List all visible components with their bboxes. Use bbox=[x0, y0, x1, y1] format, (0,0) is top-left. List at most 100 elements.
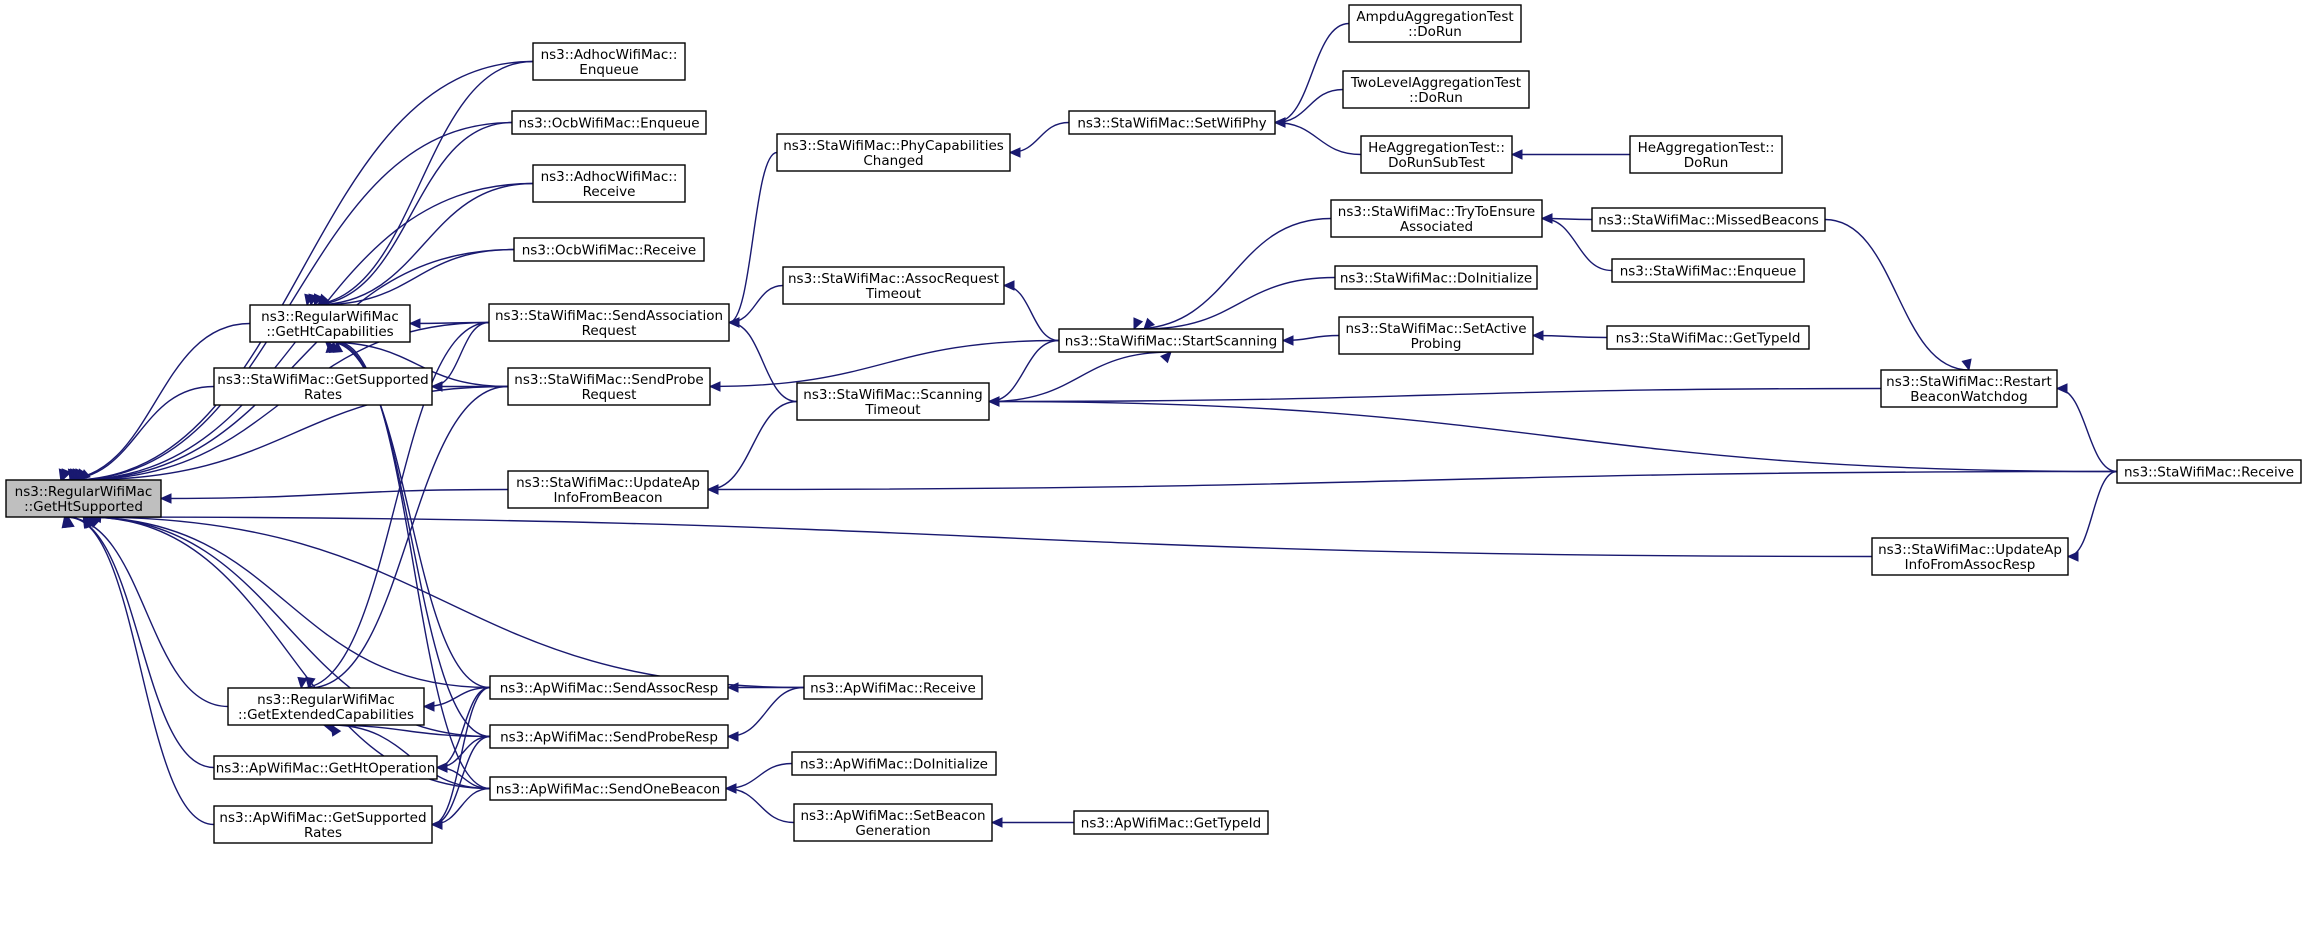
node-label-sta-updateap-line-2: InfoFromBeacon bbox=[553, 490, 662, 506]
node-label-rwm-htcap-line-1: ns3::RegularWifiMac bbox=[261, 309, 399, 325]
node-ap-recv[interactable]: ns3::ApWifiMac::Receive bbox=[803, 675, 983, 700]
node-label-he-subtest-line-1: HeAggregationTest:: bbox=[1368, 140, 1505, 156]
node-box-ap-setbeacon bbox=[793, 803, 993, 842]
arrowhead-ap-sendassocresp-to-rwm-extcap bbox=[422, 701, 435, 712]
edge-adhoc-recv-to-rwm-htcap bbox=[314, 182, 534, 306]
node-label-sta-scantimeout-line-2: Timeout bbox=[864, 402, 920, 418]
edges-layer bbox=[58, 22, 2118, 830]
arrowhead-ocb-recv-to-rwm-htcap bbox=[317, 293, 330, 306]
node-ap-gettypeid[interactable]: ns3::ApWifiMac::GetTypeId bbox=[1073, 810, 1269, 835]
node-ampdu[interactable]: AmpduAggregationTest::DoRun bbox=[1348, 4, 1522, 43]
node-sta-setwifiphy[interactable]: ns3::StaWifiMac::SetWifiPhy bbox=[1068, 110, 1276, 135]
node-sta-doinit[interactable]: ns3::StaWifiMac::DoInitialize bbox=[1334, 265, 1538, 290]
edge-sta-recv-to-sta-updateap bbox=[707, 470, 2118, 491]
node-adhoc-enq[interactable]: ns3::AdhocWifiMac::Enqueue bbox=[532, 42, 686, 81]
edge-sta-assoctimeout-to-sta-sendassoc bbox=[728, 284, 784, 324]
node-sta-enqueue[interactable]: ns3::StaWifiMac::Enqueue bbox=[1611, 258, 1805, 283]
node-box-sta-setactive bbox=[1338, 316, 1534, 355]
node-sta-missed[interactable]: ns3::StaWifiMac::MissedBeacons bbox=[1591, 207, 1826, 232]
node-label-adhoc-recv-line-2: Receive bbox=[583, 184, 636, 200]
arrowhead-sta-gettypeid-to-sta-setactive bbox=[1531, 330, 1544, 341]
node-label-ap-getsupp-line-1: ns3::ApWifiMac::GetSupported bbox=[219, 810, 426, 826]
arrowhead-ap-recv-to-ap-sendassocresp bbox=[726, 682, 739, 693]
node-root[interactable]: ns3::RegularWifiMac::GetHtSupported bbox=[5, 479, 162, 518]
edge-ap-sendproberesp-to-rwm-htcap bbox=[333, 341, 491, 738]
node-sta-startscan[interactable]: ns3::StaWifiMac::StartScanning bbox=[1058, 328, 1284, 353]
edge-adhoc-enq-to-rwm-htcap bbox=[306, 60, 534, 306]
node-sta-updateassoc[interactable]: ns3::StaWifiMac::UpdateApInfoFromAssocRe… bbox=[1871, 537, 2069, 576]
node-label-he-dorun-line-1: HeAggregationTest:: bbox=[1638, 140, 1775, 156]
edge-sta-sendprobe-to-rwm-extcap bbox=[308, 385, 509, 689]
node-label-ap-doinit-line-1: ns3::ApWifiMac::DoInitialize bbox=[800, 757, 988, 773]
node-box-ap-sendproberesp bbox=[489, 724, 729, 749]
arrowhead-sta-recv-to-sta-updateassoc bbox=[2066, 551, 2079, 562]
node-label-ampdu-line-2: ::DoRun bbox=[1408, 24, 1462, 40]
arrowhead-sta-tryensure-to-sta-startscan bbox=[1133, 317, 1144, 331]
arrowhead-ap-recv-to-ap-sendproberesp bbox=[726, 731, 739, 742]
edge-he-subtest-to-sta-setwifiphy bbox=[1274, 121, 1362, 156]
edge-sta-updateap-to-root bbox=[160, 488, 509, 500]
node-ap-sendproberesp[interactable]: ns3::ApWifiMac::SendProbeResp bbox=[489, 724, 729, 749]
node-ap-doinit[interactable]: ns3::ApWifiMac::DoInitialize bbox=[791, 751, 997, 776]
node-box-adhoc-enq bbox=[532, 42, 686, 81]
node-label-sta-getsupp-line-2: Rates bbox=[304, 387, 342, 403]
edge-ap-recv-to-root bbox=[88, 516, 805, 689]
node-box-ocb-enq bbox=[511, 110, 707, 135]
node-box-sta-recv bbox=[2116, 459, 2302, 484]
node-label-ap-htop-line-1: ns3::ApWifiMac::GetHtOperation bbox=[216, 761, 436, 777]
node-ocb-enq[interactable]: ns3::OcbWifiMac::Enqueue bbox=[511, 110, 707, 135]
node-ap-sendassocresp[interactable]: ns3::ApWifiMac::SendAssocResp bbox=[489, 675, 729, 700]
arrowhead-ap-getsupp-to-root bbox=[64, 515, 75, 529]
node-adhoc-recv[interactable]: ns3::AdhocWifiMac::Receive bbox=[532, 164, 686, 203]
node-ap-htop[interactable]: ns3::ApWifiMac::GetHtOperation bbox=[213, 755, 438, 780]
arrowhead-he-subtest-to-sta-setwifiphy bbox=[1273, 117, 1286, 128]
node-box-twolevel bbox=[1342, 70, 1530, 109]
arrowhead-sta-updateap-to-root bbox=[159, 493, 172, 504]
node-label-sta-enqueue-line-1: ns3::StaWifiMac::Enqueue bbox=[1620, 264, 1797, 280]
node-box-sta-enqueue bbox=[1611, 258, 1805, 283]
edge-sta-startscan-to-sta-sendprobe bbox=[709, 339, 1060, 388]
node-label-rwm-htcap-line-2: ::GetHtCapabilities bbox=[266, 324, 393, 340]
node-ap-sendonebeacon[interactable]: ns3::ApWifiMac::SendOneBeacon bbox=[489, 776, 727, 801]
node-twolevel[interactable]: TwoLevelAggregationTest::DoRun bbox=[1342, 70, 1530, 109]
edge-sta-tryensure-to-sta-startscan bbox=[1133, 217, 1332, 330]
node-label-he-subtest-line-2: DoRunSubTest bbox=[1388, 155, 1485, 171]
node-label-ap-setbeacon-line-1: ns3::ApWifiMac::SetBeacon bbox=[800, 808, 985, 824]
node-rwm-extcap[interactable]: ns3::RegularWifiMac::GetExtendedCapabili… bbox=[227, 687, 425, 726]
edge-sta-startscan-to-sta-assoctimeout bbox=[1003, 284, 1060, 342]
node-box-ocb-recv bbox=[513, 237, 705, 262]
edge-ap-sendonebeacon-to-rwm-htcap bbox=[336, 341, 491, 790]
edge-ap-sendproberesp-to-ap-htop bbox=[436, 735, 491, 769]
node-ocb-recv[interactable]: ns3::OcbWifiMac::Receive bbox=[513, 237, 705, 262]
node-box-sta-sendassoc bbox=[488, 303, 730, 342]
node-label-ap-setbeacon-line-2: Generation bbox=[855, 823, 930, 839]
node-sta-recv[interactable]: ns3::StaWifiMac::Receive bbox=[2116, 459, 2302, 484]
edge-sta-sendassoc-to-sta-getsupp bbox=[431, 321, 490, 388]
node-label-sta-updateap-line-1: ns3::StaWifiMac::UpdateAp bbox=[516, 475, 700, 491]
edge-ap-getsupp-to-root bbox=[68, 516, 215, 826]
node-label-ap-sendproberesp-line-1: ns3::ApWifiMac::SendProbeResp bbox=[500, 730, 718, 746]
node-label-he-dorun-line-2: DoRun bbox=[1684, 155, 1729, 171]
node-box-sta-gettypeid bbox=[1606, 325, 1810, 350]
node-he-dorun[interactable]: HeAggregationTest::DoRun bbox=[1629, 135, 1783, 174]
node-label-sta-sendprobe-line-1: ns3::StaWifiMac::SendProbe bbox=[514, 372, 703, 388]
node-rwm-htcap[interactable]: ns3::RegularWifiMac::GetHtCapabilities bbox=[249, 304, 411, 343]
node-label-sta-restart-line-1: ns3::StaWifiMac::Restart bbox=[1886, 374, 2052, 390]
node-he-subtest[interactable]: HeAggregationTest::DoRunSubTest bbox=[1360, 135, 1513, 174]
node-label-ap-sendonebeacon-line-1: ns3::ApWifiMac::SendOneBeacon bbox=[496, 782, 720, 798]
node-sta-gettypeid[interactable]: ns3::StaWifiMac::GetTypeId bbox=[1606, 325, 1810, 350]
edge-sta-missed-to-sta-restart bbox=[1824, 218, 1970, 371]
node-label-sta-updateassoc-line-1: ns3::StaWifiMac::UpdateAp bbox=[1878, 542, 2062, 558]
